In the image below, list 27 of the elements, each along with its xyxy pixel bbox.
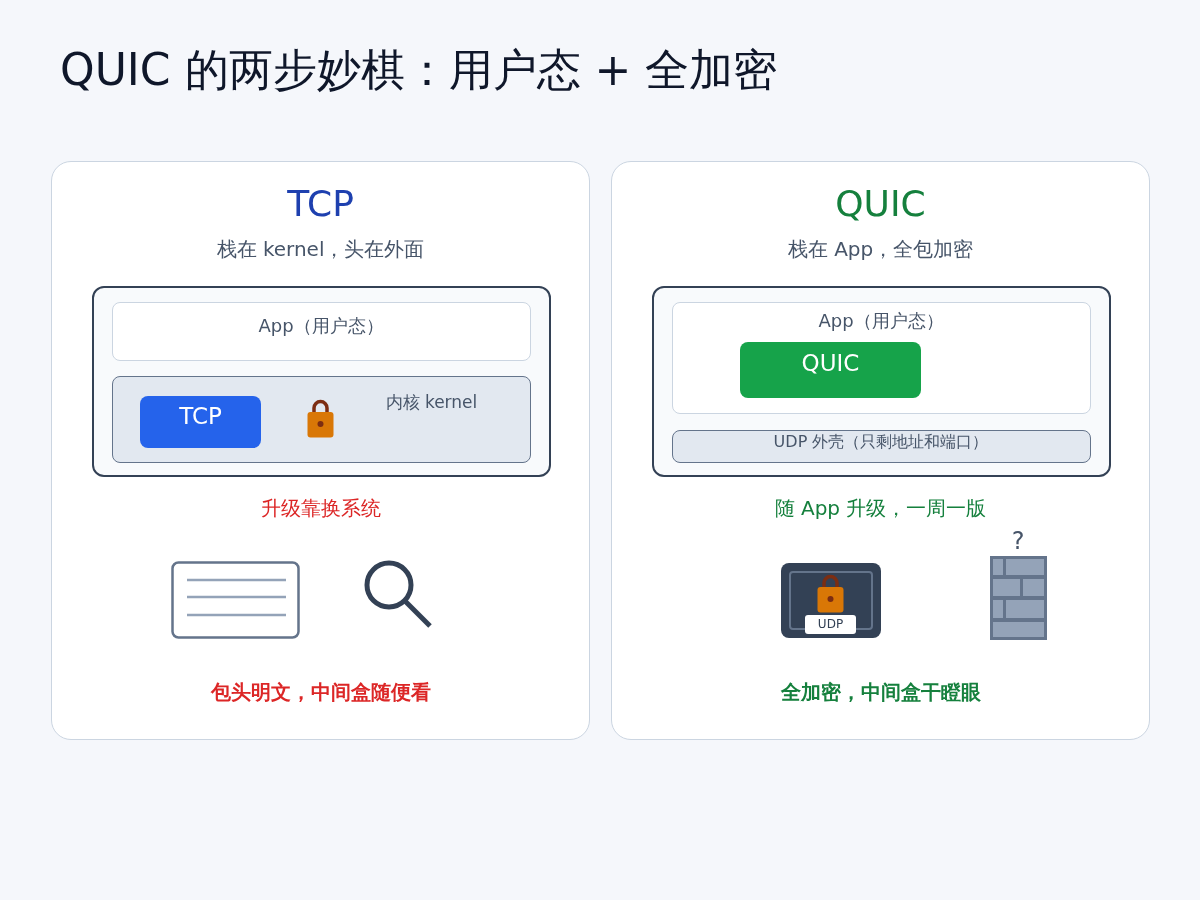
protocol-label: TCP [179,402,222,430]
user-space-layer [671,301,1091,414]
protocol-stack-frame [92,286,551,477]
protocol-block [740,342,921,398]
caption-text: 全加密，中间盒干瞪眼 [780,679,981,706]
comparison-panel [51,161,590,740]
layer-label: App（用户态） [258,313,384,338]
protocol-stack-frame [652,286,1111,477]
protocol-label: QUIC [801,349,860,377]
panel-subtitle: 栈在 kernel，头在外面 [216,236,425,263]
protocol-block [140,396,261,448]
caption-text: 升级靠换系统 [260,495,381,522]
layer-label: UDP 外壳（只剩地址和端口） [773,430,989,453]
caption-text: 包头明文，中间盒随便看 [210,679,431,706]
protocol-tag: UDP [805,615,856,634]
panel-heading: QUIC [835,182,926,226]
user-space-layer [111,301,531,361]
caption-text: 随 App 升级，一周一版 [774,495,987,522]
layer-label: App（用户态） [818,308,944,333]
panel-subtitle: 栈在 App，全包加密 [787,236,974,263]
panel-heading: TCP [287,182,354,226]
comparison-panel [611,161,1150,740]
layer-label: 内核 kernel [385,390,478,413]
question-mark: ? [1011,528,1025,554]
diagram-title: QUIC 的两步妙棋：用户态 + 全加密 [60,43,778,97]
udp-shell-layer [671,429,1091,463]
kernel-layer [111,375,531,463]
